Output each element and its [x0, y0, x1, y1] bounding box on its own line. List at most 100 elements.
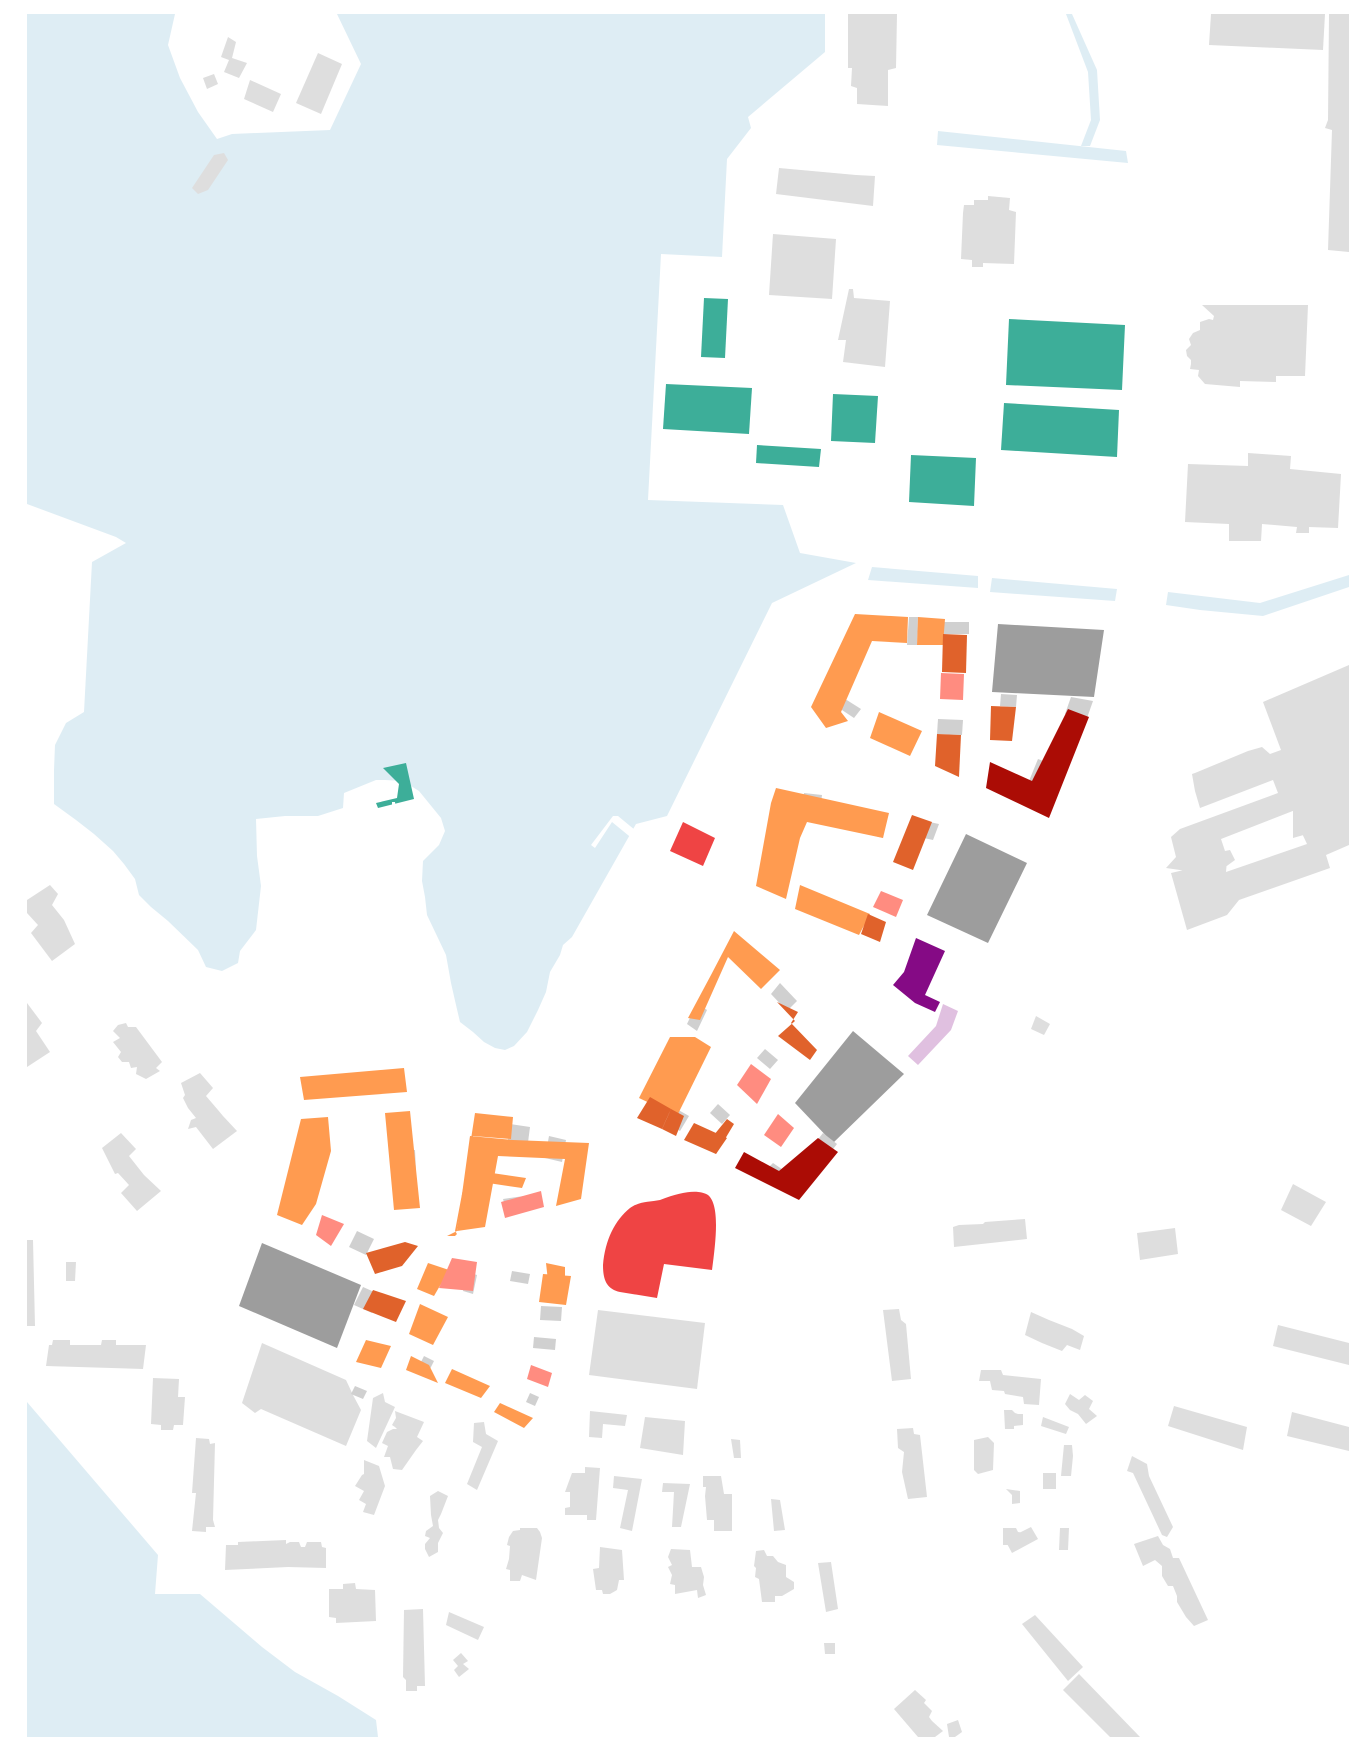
- gap-segment: [710, 1104, 730, 1124]
- context-building: [589, 1310, 705, 1389]
- water-canal-east-3: [1166, 575, 1349, 616]
- planned-building: [940, 673, 964, 700]
- context-building: [613, 1476, 642, 1531]
- context-building: [848, 14, 897, 106]
- water-canal-east-1: [868, 567, 978, 588]
- context-building: [27, 1240, 35, 1326]
- gap-segment: [510, 1271, 530, 1284]
- planned-building: [376, 763, 414, 808]
- context-building: [151, 1378, 185, 1430]
- planned-building: [1001, 403, 1119, 457]
- context-building: [824, 1643, 835, 1654]
- planned-building: [795, 885, 870, 935]
- planned-building: [406, 1356, 438, 1383]
- context-building: [974, 1437, 994, 1474]
- planned-building: [366, 1242, 418, 1274]
- planned-building: [494, 1403, 533, 1428]
- planned-building: [873, 891, 903, 917]
- context-building: [1134, 1536, 1208, 1626]
- existing-building: [239, 1243, 361, 1348]
- planned-building: [639, 1037, 711, 1116]
- gap-segment: [540, 1306, 562, 1321]
- context-building: [403, 1609, 425, 1691]
- context-building: [979, 1370, 1041, 1405]
- planned-dark-orange: [363, 634, 1016, 1322]
- context-building: [1186, 305, 1308, 387]
- planned-red: [603, 822, 716, 1298]
- context-building: [1185, 453, 1341, 541]
- planned-building: [316, 1215, 344, 1246]
- planned-building: [662, 1109, 684, 1136]
- water-layer: [27, 14, 1349, 1737]
- context-building: [703, 1476, 732, 1531]
- context-building: [1059, 1528, 1069, 1550]
- planned-building: [603, 1191, 716, 1298]
- context-building: [192, 153, 228, 194]
- gap-segment: [351, 1386, 367, 1399]
- existing-building: [992, 624, 1104, 697]
- planned-purple: [893, 938, 945, 1012]
- context-building: [769, 234, 836, 299]
- context-building: [593, 1547, 624, 1594]
- planned-building: [447, 1113, 513, 1236]
- context-building: [425, 1491, 448, 1557]
- planned-building: [417, 1263, 449, 1296]
- planned-building: [300, 1068, 407, 1100]
- context-building: [953, 1219, 1027, 1247]
- context-building: [467, 1422, 498, 1490]
- planned-building: [737, 1064, 771, 1104]
- context-building: [506, 1528, 542, 1581]
- planned-building: [356, 1340, 391, 1368]
- context-building: [244, 80, 281, 112]
- context-building: [1137, 1228, 1178, 1260]
- context-building: [1127, 1456, 1173, 1537]
- piers: [392, 802, 665, 862]
- planned-building: [546, 1263, 565, 1283]
- context-building: [776, 168, 875, 206]
- context-building: [1168, 1406, 1247, 1450]
- water-canal-east-2: [990, 578, 1117, 601]
- context-building: [1293, 720, 1349, 838]
- context-building: [589, 1411, 627, 1438]
- context-building: [66, 1262, 76, 1281]
- context-building: [1273, 1325, 1349, 1365]
- planned-building: [942, 634, 967, 673]
- planned-building: [990, 706, 1016, 741]
- context-building: [1022, 1615, 1083, 1681]
- planned-building: [663, 384, 752, 434]
- context-building: [1025, 1312, 1084, 1351]
- planned-building: [701, 298, 728, 358]
- planned-building: [777, 1002, 817, 1060]
- planned-building: [488, 1173, 526, 1188]
- context-building: [367, 1393, 395, 1448]
- context-building: [355, 1460, 385, 1515]
- context-building: [565, 1467, 600, 1520]
- planned-building: [688, 931, 780, 1020]
- context-building: [1006, 1489, 1020, 1504]
- planned-building: [277, 1117, 331, 1225]
- context-building: [771, 1499, 785, 1531]
- gap-segment: [1000, 694, 1017, 707]
- gap-segment: [533, 1337, 556, 1350]
- context-building: [1061, 1445, 1073, 1476]
- context-building: [1166, 665, 1349, 930]
- context-building: [192, 1438, 215, 1532]
- context-building: [1209, 14, 1325, 50]
- planned-building: [457, 1136, 589, 1231]
- planned-building: [637, 1097, 671, 1129]
- planned-building: [811, 614, 908, 728]
- planned-building: [893, 815, 932, 870]
- context-building: [838, 289, 890, 367]
- context-building: [1287, 1412, 1349, 1451]
- context-building: [668, 1549, 706, 1598]
- context-building: [27, 885, 75, 961]
- planned-building: [764, 1114, 794, 1147]
- existing-building: [927, 834, 1027, 943]
- gap-segment: [349, 1231, 374, 1255]
- existing-buildings: [239, 624, 1104, 1348]
- context-building: [27, 1003, 50, 1067]
- context-building: [225, 1540, 326, 1570]
- context-building: [1063, 1674, 1140, 1737]
